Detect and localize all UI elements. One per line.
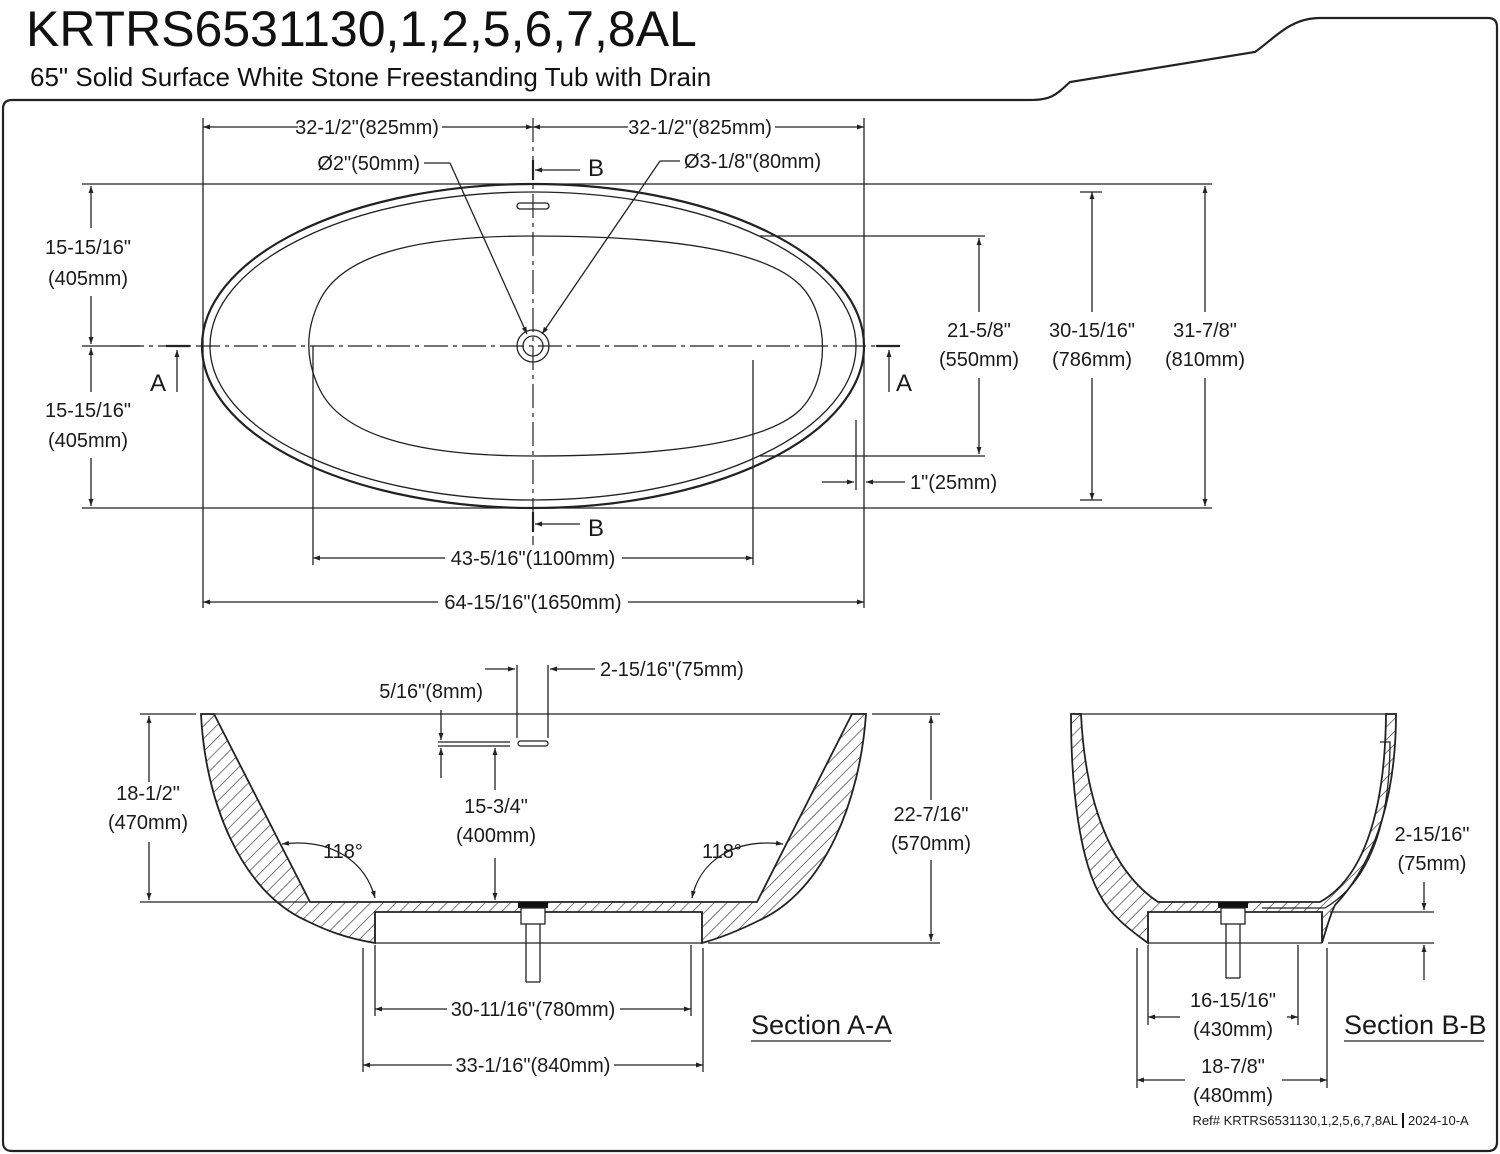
- dim-overall-height-mm: (570mm): [891, 833, 971, 855]
- section-b-title: Section B-B: [1344, 1010, 1487, 1040]
- dim-half-width-lower-in: 15-15/16": [45, 400, 131, 422]
- dim-half-width-upper-mm: (405mm): [48, 268, 128, 290]
- dim-inner-depth-mm: (470mm): [108, 812, 188, 834]
- top-view: 32-1/2"(825mm) 32-1/2"(825mm) Ø2"(50mm) …: [45, 117, 1245, 614]
- dim-water-depth-mm: (400mm): [456, 825, 536, 847]
- model-number: KRTRS6531130,1,2,5,6,7,8AL: [26, 1, 697, 57]
- section-marker-b-bottom: B: [588, 515, 604, 542]
- angle-right: 118°: [702, 841, 742, 863]
- dim-base-height-in: 2-15/16": [1395, 824, 1470, 846]
- dim-inner-depth-in: 18-1/2": [116, 783, 180, 805]
- section-a-a-view: 2-15/16"(75mm) 5/16"(8mm) 15-3/4" (400mm…: [108, 659, 971, 1077]
- footer-revision: 2024-10-A: [1408, 1113, 1469, 1128]
- dim-base-outer: 33-1/16"(840mm): [456, 1055, 611, 1077]
- dim-overflow-height: 5/16"(8mm): [379, 681, 483, 703]
- dim-rim-thickness: 1"(25mm): [910, 472, 997, 494]
- dim-overflow-offset: 2-15/16"(75mm): [600, 659, 744, 681]
- dim-water-depth-in: 15-3/4": [464, 796, 528, 818]
- section-a-title: Section A-A: [751, 1010, 892, 1040]
- callout-drain-diameter: Ø3-1/8"(80mm): [684, 151, 821, 173]
- section-marker-b-top: B: [588, 155, 604, 182]
- dim-overall-width-in: 31-7/8": [1173, 320, 1237, 342]
- section-b-wall-hatch: [1070, 713, 1397, 945]
- footer-reference: Ref# KRTRS6531130,1,2,5,6,7,8AL 2024-10-…: [1193, 1113, 1469, 1128]
- dim-inner-length: 43-5/16"(1100mm): [451, 548, 616, 570]
- dim-b-base-inner-in: 16-15/16": [1190, 990, 1276, 1012]
- dim-b-base-outer-mm: (480mm): [1193, 1085, 1273, 1107]
- angle-left: 118°: [323, 841, 363, 863]
- product-description: 65" Solid Surface White Stone Freestandi…: [30, 62, 711, 92]
- section-marker-a-left: A: [150, 370, 166, 397]
- title-block: KRTRS6531130,1,2,5,6,7,8AL 65" Solid Sur…: [26, 1, 711, 92]
- tub-basin-outline: [308, 235, 824, 457]
- footer-ref-number: Ref# KRTRS6531130,1,2,5,6,7,8AL: [1193, 1113, 1399, 1128]
- dim-b-base-inner-mm: (430mm): [1193, 1019, 1273, 1041]
- section-marker-a-right: A: [896, 370, 912, 397]
- callout-overflow-diameter: Ø2"(50mm): [317, 153, 420, 175]
- drawing-frame: [1, 16, 1499, 1153]
- dim-overall-length: 64-15/16"(1650mm): [444, 592, 621, 614]
- dim-overall-width-mm: (810mm): [1165, 349, 1245, 371]
- dim-inner-width-in: 21-5/8": [947, 320, 1011, 342]
- dim-base-height-mm: (75mm): [1398, 853, 1467, 875]
- dim-half-length-left: 32-1/2"(825mm): [295, 117, 439, 139]
- dim-half-width-lower-mm: (405mm): [48, 430, 128, 452]
- section-b-b-view: 2-15/16" (75mm) 16-15/16" (430mm) 18-7/8…: [1070, 713, 1487, 1107]
- dim-half-length-right: 32-1/2"(825mm): [628, 117, 772, 139]
- dim-rim-width-in: 30-15/16": [1049, 320, 1135, 342]
- dim-rim-width-mm: (786mm): [1052, 349, 1132, 371]
- dim-base-inner: 30-11/16"(780mm): [451, 999, 616, 1021]
- dim-half-width-upper-in: 15-15/16": [45, 237, 131, 259]
- dim-overall-height-in: 22-7/16": [894, 804, 969, 826]
- dim-b-base-outer-in: 18-7/8": [1201, 1056, 1265, 1078]
- dim-inner-width-mm: (550mm): [939, 349, 1019, 371]
